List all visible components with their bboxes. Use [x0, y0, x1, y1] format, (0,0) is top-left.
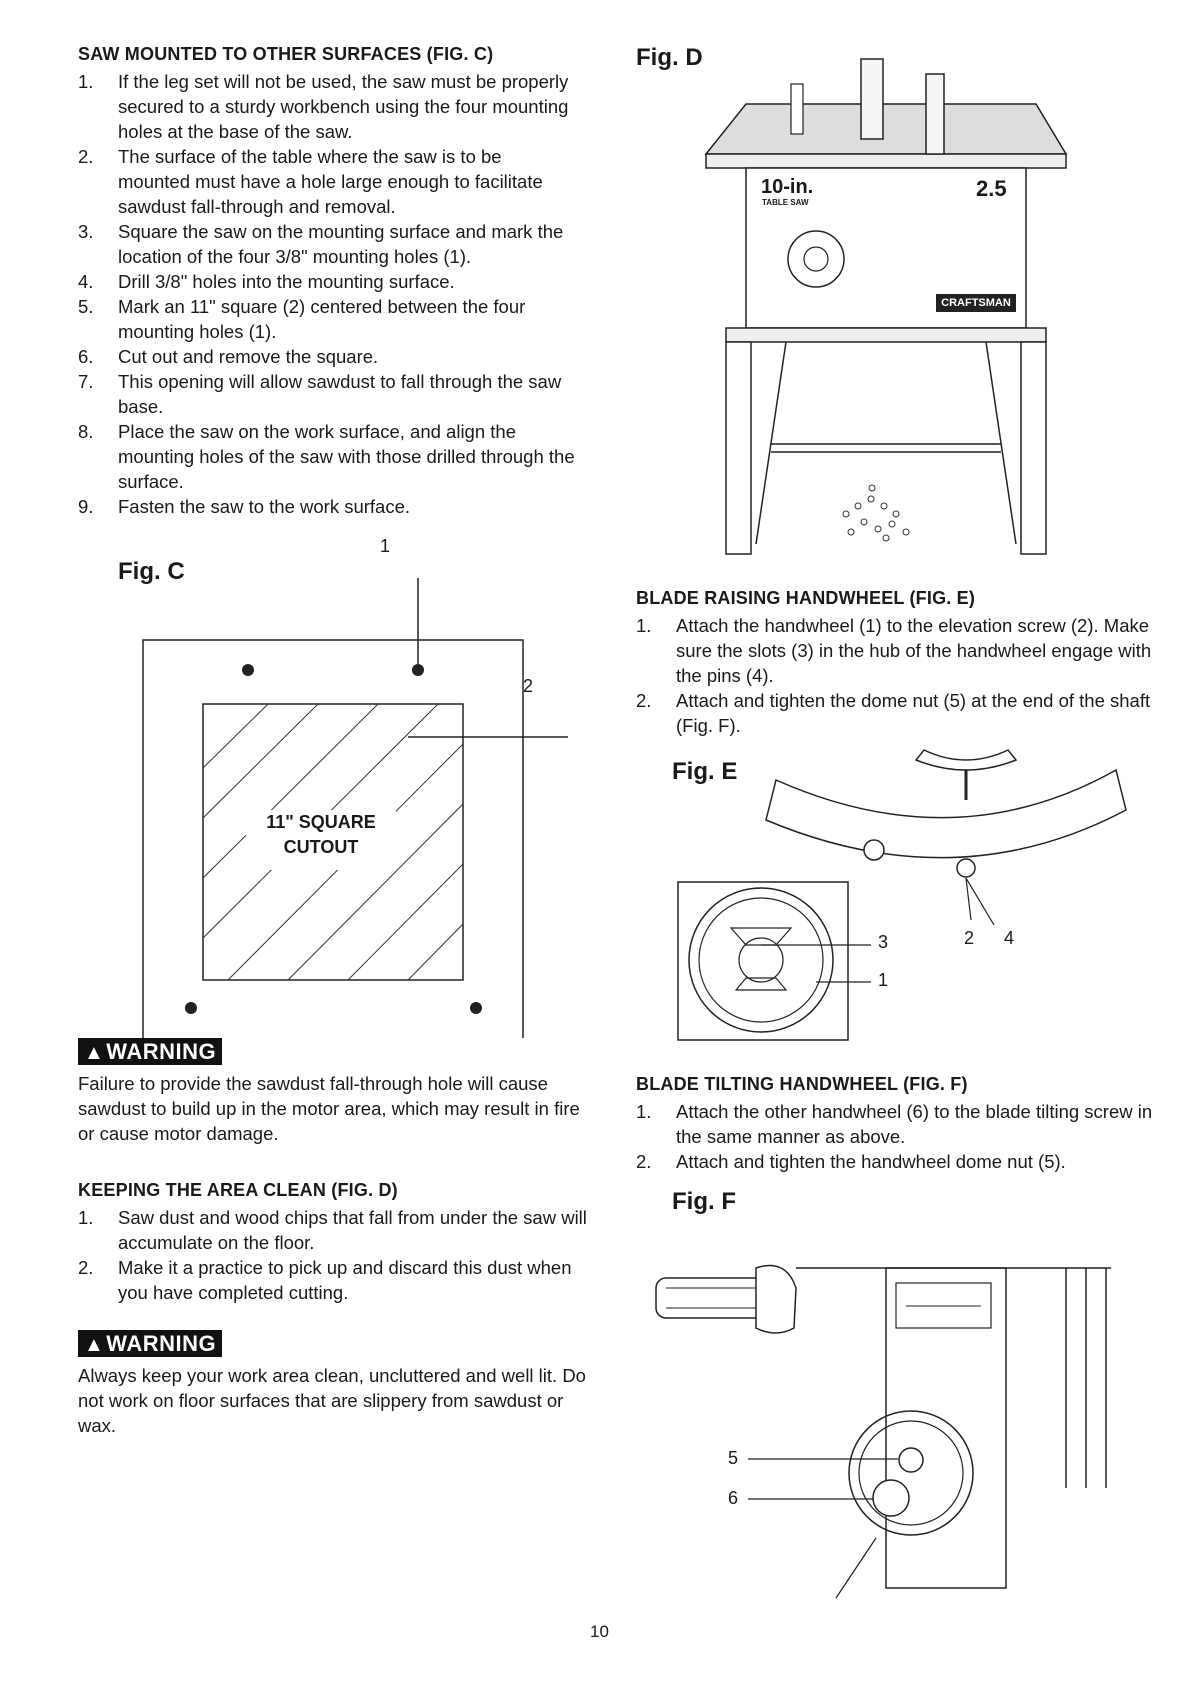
figure-f: Fig. F 5 6 [636, 1188, 1156, 1608]
callout-3: 3 [878, 932, 889, 952]
warning-triangle-icon: ▲ [84, 1334, 105, 1356]
step: 8.Place the saw on the work surface, and… [78, 421, 575, 492]
step: 2.The surface of the table where the saw… [78, 146, 543, 217]
step: 4.Drill 3/8" holes into the mounting sur… [78, 271, 455, 292]
mounting-board [142, 639, 524, 1038]
callout-4: 4 [1004, 928, 1015, 948]
fig-d-label: Fig. D [636, 44, 703, 71]
tilting-handwheel-drawing [655, 1264, 1111, 1599]
fig-c-drawing [142, 578, 568, 1038]
warning-block-1: ▲WARNING Failure to provide the sawdust … [78, 1038, 588, 1146]
callout-2: 2 [523, 676, 534, 696]
cutout-label: 11" SQUARE CUTOUT [266, 812, 376, 857]
step: 2.Attach and tighten the dome nut (5) at… [636, 690, 1151, 736]
step: 3.Square the saw on the mounting surface… [78, 221, 564, 267]
brand-logo: CRAFTSMAN [941, 297, 1011, 309]
saw-hp-badge: 2.5 [976, 176, 1007, 201]
step: 5.Mark an 11" square (2) centered betwee… [78, 296, 526, 342]
warning-badge: ▲WARNING [78, 1038, 223, 1065]
saw-type-badge: TABLE SAW [762, 198, 809, 207]
mounting-hole [242, 664, 254, 676]
keeping-steps: 1.Saw dust and wood chips that fall from… [78, 1205, 588, 1305]
saw-size-badge: 10-in. [761, 176, 814, 198]
keeping-section: KEEPING THE AREA CLEAN (FIG. D) 1.Saw du… [78, 1180, 588, 1305]
callout-1: 1 [380, 536, 391, 556]
figure-c: Fig. C 1 2 11" SQUARE CUTOUT [78, 536, 598, 1048]
callout-1: 1 [878, 970, 889, 990]
step: 2.Make it a practice to pick up and disc… [78, 1257, 572, 1303]
blade-tilting-steps: 1.Attach the other handwheel (6) to the … [636, 1099, 1156, 1174]
saw-mounted-heading: SAW MOUNTED TO OTHER SURFACES (FIG. C) [78, 44, 494, 64]
blade-raising-section: BLADE RAISING HANDWHEEL (FIG. E) 1.Attac… [636, 588, 1156, 738]
sawdust-pile [842, 484, 910, 542]
mounting-hole [470, 1002, 482, 1014]
warning-badge: ▲WARNING [78, 1330, 223, 1357]
blade-tilting-heading: BLADE TILTING HANDWHEEL (FIG. F) [636, 1074, 968, 1094]
warning-text: Always keep your work area clean, unclut… [78, 1365, 586, 1436]
saw-mounted-steps: 1.If the leg set will not be used, the s… [78, 69, 578, 519]
step: 2.Attach and tighten the handwheel dome … [636, 1151, 1066, 1172]
step: 1.Attach the other handwheel (6) to the … [636, 1101, 1153, 1147]
blade-raising-heading: BLADE RAISING HANDWHEEL (FIG. E) [636, 588, 976, 608]
figure-e: Fig. E 3 1 2 4 [636, 740, 1156, 1060]
callout-5: 5 [728, 1448, 739, 1468]
square-cutout [202, 703, 464, 981]
mounting-hole [412, 664, 424, 676]
warning-text: Failure to provide the sawdust fall-thro… [78, 1073, 580, 1144]
mounting-hole [185, 1002, 197, 1014]
callout-2: 2 [964, 928, 975, 948]
blade-raising-steps: 1.Attach the handwheel (1) to the elevat… [636, 613, 1156, 738]
blade-tilting-section: BLADE TILTING HANDWHEEL (FIG. F) 1.Attac… [636, 1074, 1156, 1174]
cutout-label-bg [246, 810, 396, 870]
step: 9.Fasten the saw to the work surface. [78, 496, 411, 517]
fig-f-label: Fig. F [672, 1188, 736, 1215]
table-saw-drawing [704, 58, 1068, 555]
page-number: 10 [590, 1622, 609, 1641]
fig-c-label: Fig. C [118, 558, 185, 585]
fig-e-label: Fig. E [672, 758, 738, 785]
figure-d: Fig. D 10-in. TABLE SAW 2.5 CRAFTSMAN [636, 44, 1156, 584]
step: 7.This opening will allow sawdust to fal… [78, 371, 562, 417]
keeping-heading: KEEPING THE AREA CLEAN (FIG. D) [78, 1180, 398, 1200]
warning-triangle-icon: ▲ [84, 1042, 105, 1064]
handwheel-drawing [677, 749, 1127, 1041]
step: 1.Saw dust and wood chips that fall from… [78, 1207, 587, 1253]
step: 6.Cut out and remove the square. [78, 346, 379, 367]
left-column: SAW MOUNTED TO OTHER SURFACES (FIG. C) 1… [78, 44, 578, 519]
callout-6: 6 [728, 1488, 739, 1508]
warning-block-2: ▲WARNING Always keep your work area clea… [78, 1330, 588, 1438]
step: 1.Attach the handwheel (1) to the elevat… [636, 615, 1152, 686]
step: 1.If the leg set will not be used, the s… [78, 71, 569, 142]
